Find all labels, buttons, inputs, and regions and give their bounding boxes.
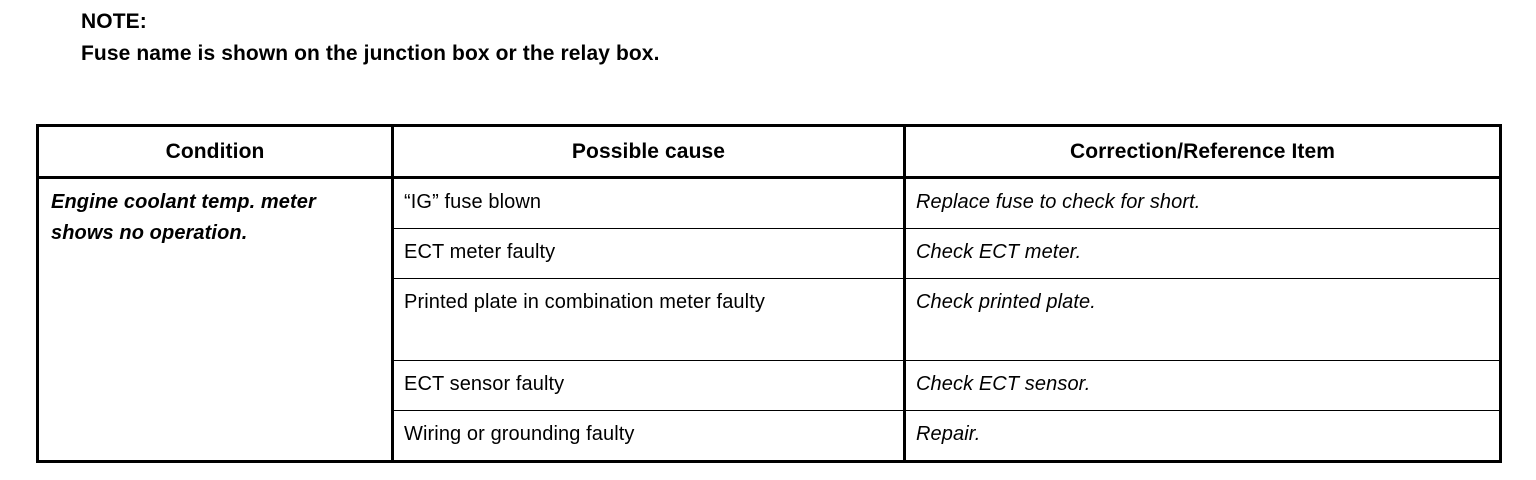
- note-heading: NOTE:: [81, 10, 147, 33]
- column-header-possible-cause-label: Possible cause: [571, 139, 726, 163]
- condition-text: Engine coolant temp. meter shows no oper…: [51, 191, 316, 244]
- table-row: Printed plate in combination meter fault…: [38, 278, 1501, 361]
- condition-cell: Engine coolant temp. meter shows no oper…: [37, 177, 393, 462]
- column-header-condition-label: Condition: [165, 139, 265, 163]
- possible-cause-text: ECT meter faulty: [404, 241, 556, 263]
- column-header-correction: Correction/Reference Item: [903, 125, 1501, 179]
- correction-text: Check ECT meter.: [916, 241, 1082, 263]
- possible-cause-text: ECT sensor faulty: [404, 373, 565, 395]
- possible-cause-text: Wiring or grounding faulty: [404, 423, 635, 445]
- correction-text: Repair.: [916, 423, 981, 445]
- correction-cell: Check ECT meter.: [903, 228, 1501, 279]
- table-row: ECT meter faulty Check ECT meter.: [38, 228, 1501, 279]
- table-row: Wiring or grounding faulty Repair.: [38, 410, 1501, 462]
- note-body: Fuse name is shown on the junction box o…: [81, 42, 660, 65]
- table-header-row: Condition Possible cause Correction/Refe…: [37, 125, 1501, 179]
- table-body: Engine coolant temp. meter shows no oper…: [37, 177, 1501, 462]
- possible-cause-cell: “IG” fuse blown: [391, 177, 905, 229]
- correction-text: Replace fuse to check for short.: [916, 191, 1201, 213]
- possible-cause-text: Printed plate in combination meter fault…: [404, 291, 765, 313]
- correction-cell: Repair.: [903, 410, 1501, 462]
- table-header: Condition Possible cause Correction/Refe…: [37, 125, 1501, 179]
- correction-text: Check ECT sensor.: [916, 373, 1091, 395]
- possible-cause-cell: Printed plate in combination meter fault…: [391, 278, 905, 361]
- possible-cause-cell: ECT meter faulty: [391, 228, 905, 279]
- troubleshooting-table-wrapper: Condition Possible cause Correction/Refe…: [36, 124, 1502, 463]
- possible-cause-cell: Wiring or grounding faulty: [391, 410, 905, 462]
- correction-cell: Check ECT sensor.: [903, 360, 1501, 411]
- correction-cell: Check printed plate.: [903, 278, 1501, 361]
- possible-cause-text: “IG” fuse blown: [404, 191, 542, 213]
- correction-text: Check printed plate.: [916, 291, 1096, 313]
- possible-cause-cell: ECT sensor faulty: [391, 360, 905, 411]
- correction-cell: Replace fuse to check for short.: [903, 177, 1501, 229]
- column-header-possible-cause: Possible cause: [391, 125, 905, 179]
- troubleshooting-table: Condition Possible cause Correction/Refe…: [36, 124, 1502, 463]
- table-row: Engine coolant temp. meter shows no oper…: [37, 177, 1501, 462]
- table-row: ECT sensor faulty Check ECT sensor.: [38, 360, 1501, 411]
- column-header-correction-label: Correction/Reference Item: [1069, 139, 1336, 163]
- note-block: NOTE: Fuse name is shown on the junction…: [81, 6, 1381, 70]
- column-header-condition: Condition: [37, 125, 393, 179]
